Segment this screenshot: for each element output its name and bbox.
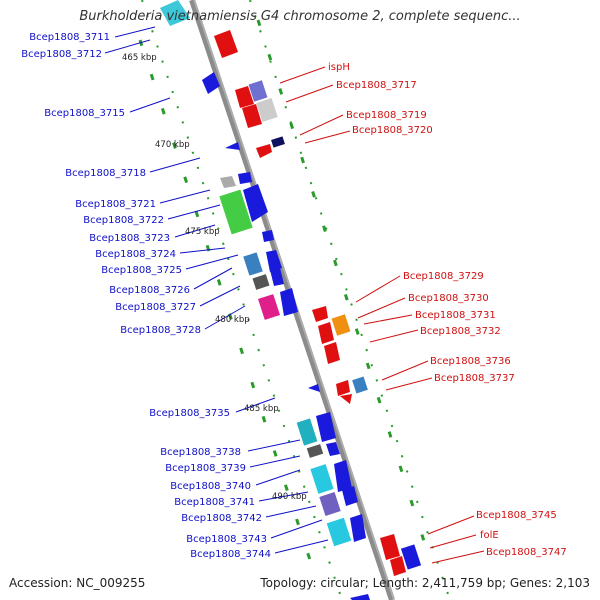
gene-label[interactable]: Bcep1808_3720 bbox=[352, 125, 433, 136]
gene-label[interactable]: Bcep1808_3739 bbox=[165, 463, 246, 474]
ruler-label: 480 kbp bbox=[215, 315, 250, 325]
gene-label[interactable]: Bcep1808_3711 bbox=[29, 32, 110, 43]
ruler-label: 490 kbp bbox=[272, 492, 307, 502]
right-connectors bbox=[279, 66, 485, 564]
gene-label[interactable]: Bcep1808_3744 bbox=[190, 549, 271, 560]
gene-label[interactable]: Bcep1808_3728 bbox=[120, 325, 201, 336]
gene-label[interactable]: Bcep1808_3737 bbox=[434, 373, 515, 384]
ruler-label: 475 kbp bbox=[185, 227, 220, 237]
gene-label[interactable]: Bcep1808_3722 bbox=[83, 215, 164, 226]
gene-label[interactable]: Bcep1808_3727 bbox=[115, 302, 196, 313]
gene-label[interactable]: folE bbox=[480, 530, 499, 541]
gene-label[interactable]: Bcep1808_3719 bbox=[346, 110, 427, 121]
gene-label[interactable]: Bcep1808_3718 bbox=[65, 168, 146, 179]
gene-label[interactable]: Bcep1808_3735 bbox=[149, 408, 230, 419]
topology-label: Topology: circular; Length: 2,411,759 bp… bbox=[260, 576, 590, 590]
ruler-label: 465 kbp bbox=[122, 53, 157, 63]
gene-label[interactable]: Bcep1808_3730 bbox=[408, 293, 489, 304]
gene-label[interactable]: Bcep1808_3745 bbox=[476, 510, 557, 521]
left-gene-labels: Bcep1808_3711 Bcep1808_3712 Bcep1808_371… bbox=[21, 32, 271, 560]
gene-label[interactable]: ispH bbox=[328, 62, 350, 73]
gene-label[interactable]: Bcep1808_3741 bbox=[174, 497, 255, 508]
left-connectors bbox=[104, 26, 329, 554]
ruler-label: 485 kbp bbox=[244, 404, 279, 414]
gene-label[interactable]: Bcep1808_3736 bbox=[430, 356, 511, 367]
right-gene-labels: ispH Bcep1808_3717 Bcep1808_3719 Bcep180… bbox=[328, 62, 567, 558]
gene-label[interactable]: Bcep1808_3725 bbox=[101, 265, 182, 276]
right-strand-genes bbox=[214, 30, 422, 576]
gene-label[interactable]: Bcep1808_3721 bbox=[75, 199, 156, 210]
map-title: Burkholderia vietnamiensis G4 chromosome… bbox=[79, 9, 521, 24]
gene-label[interactable]: Bcep1808_3747 bbox=[486, 547, 567, 558]
gene-label[interactable]: Bcep1808_3724 bbox=[95, 249, 176, 260]
gene-label[interactable]: Bcep1808_3740 bbox=[170, 481, 251, 492]
ruler-label: 470 kbp bbox=[155, 140, 190, 150]
accession-label: Accession: NC_009255 bbox=[9, 576, 146, 590]
left-strand-genes bbox=[160, 0, 370, 600]
ruler-ticks bbox=[138, 19, 432, 561]
gene-label[interactable]: Bcep1808_3715 bbox=[44, 108, 125, 119]
gene-label[interactable]: Bcep1808_3742 bbox=[181, 513, 262, 524]
gene-label[interactable]: Bcep1808_3731 bbox=[415, 310, 496, 321]
gene-label[interactable]: Bcep1808_3726 bbox=[109, 285, 190, 296]
gene-label[interactable]: Bcep1808_3732 bbox=[420, 326, 501, 337]
gene-label[interactable]: Bcep1808_3712 bbox=[21, 49, 102, 60]
ruler-labels: 465 kbp 470 kbp 475 kbp 480 kbp 485 kbp … bbox=[122, 53, 307, 502]
gene-label[interactable]: Bcep1808_3723 bbox=[89, 233, 170, 244]
gene-label[interactable]: Bcep1808_3743 bbox=[186, 534, 267, 545]
gene-label[interactable]: Bcep1808_3738 bbox=[160, 447, 241, 458]
gene-label[interactable]: Bcep1808_3729 bbox=[403, 271, 484, 282]
gene-label[interactable]: Bcep1808_3717 bbox=[336, 80, 417, 91]
